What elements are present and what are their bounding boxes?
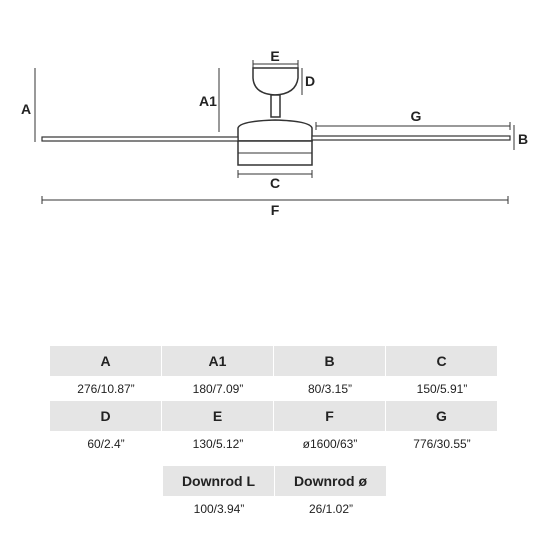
label-b: B <box>518 131 528 147</box>
spec-table-row-1: A A1 B C 276/10.87” 180/7.09” 80/3.15” 1… <box>50 346 500 402</box>
blade-right <box>311 135 511 141</box>
header-d: D <box>50 401 162 431</box>
label-c: C <box>270 175 280 191</box>
value-f: ø1600/63” <box>302 437 358 451</box>
label-g: G <box>411 108 422 124</box>
downrod <box>270 94 281 118</box>
value-a1: 180/7.09” <box>192 382 244 396</box>
spec-table-row-3: Downrod L Downrod ø 100/3.94” 26/1.02” <box>163 466 387 522</box>
spec-table-row-2: D E F G 60/2.4” 130/5.12” ø1600/63” 776/… <box>50 401 500 457</box>
header-downrod-length: Downrod L <box>163 466 275 496</box>
canopy <box>252 67 299 96</box>
header-a1: A1 <box>162 346 274 376</box>
label-d: D <box>305 73 315 89</box>
label-e: E <box>270 48 279 64</box>
header-c: C <box>386 346 498 376</box>
value-c: 150/5.91” <box>416 382 468 396</box>
header-a: A <box>50 346 162 376</box>
value-downrod-length: 100/3.94” <box>193 502 245 516</box>
value-a: 276/10.87” <box>77 382 135 396</box>
header-downrod-diameter: Downrod ø <box>275 466 387 496</box>
value-e: 130/5.12” <box>192 437 244 451</box>
value-d: 60/2.4” <box>87 437 125 451</box>
fan-dimension-diagram: E D A1 A G B C F <box>21 48 528 218</box>
value-downrod-diameter: 26/1.02” <box>308 502 354 516</box>
header-f: F <box>274 401 386 431</box>
blade-left <box>41 136 239 142</box>
value-b: 80/3.15” <box>307 382 353 396</box>
label-a: A <box>21 101 31 117</box>
motor-housing <box>237 119 313 142</box>
label-f: F <box>271 202 280 218</box>
header-e: E <box>162 401 274 431</box>
value-g: 776/30.55” <box>413 437 471 451</box>
label-a1: A1 <box>199 93 217 109</box>
header-g: G <box>386 401 498 431</box>
header-b: B <box>274 346 386 376</box>
